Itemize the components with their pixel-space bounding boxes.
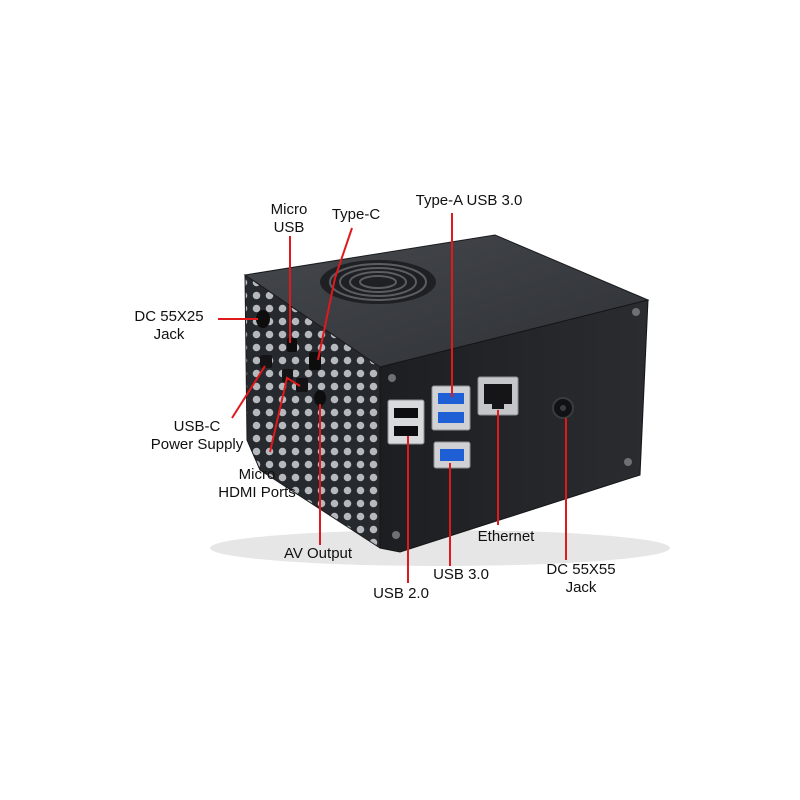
label-dc-55x55: DC 55X55 Jack [546,561,616,596]
case-shadow [210,530,670,566]
label-micro-usb: Micro USB [270,201,308,236]
label-micro-hdmi: Micro HDMI Ports [218,466,296,501]
label-usb3: USB 3.0 [433,566,489,583]
usb3-ports-stack [431,385,471,431]
label-type-a-usb3: Type-A USB 3.0 [415,192,523,209]
leader-lines [218,213,567,583]
label-ethernet: Ethernet [477,528,535,545]
label-dc-55x25: DC 55X25 Jack [134,308,204,343]
case-front-panel [379,299,649,553]
screw-icons [388,308,640,539]
usb3-port-single [433,441,471,469]
usb2-ports [387,399,425,445]
label-type-c: Type-C [331,206,381,223]
dc-jack-front [552,397,574,419]
fan-grille [320,260,436,304]
label-usb-c-power: USB-C Power Supply [150,418,244,453]
label-av-output: AV Output [283,545,353,562]
ethernet-port [477,376,519,416]
label-usb2: USB 2.0 [373,585,429,602]
side-ports [256,310,326,406]
